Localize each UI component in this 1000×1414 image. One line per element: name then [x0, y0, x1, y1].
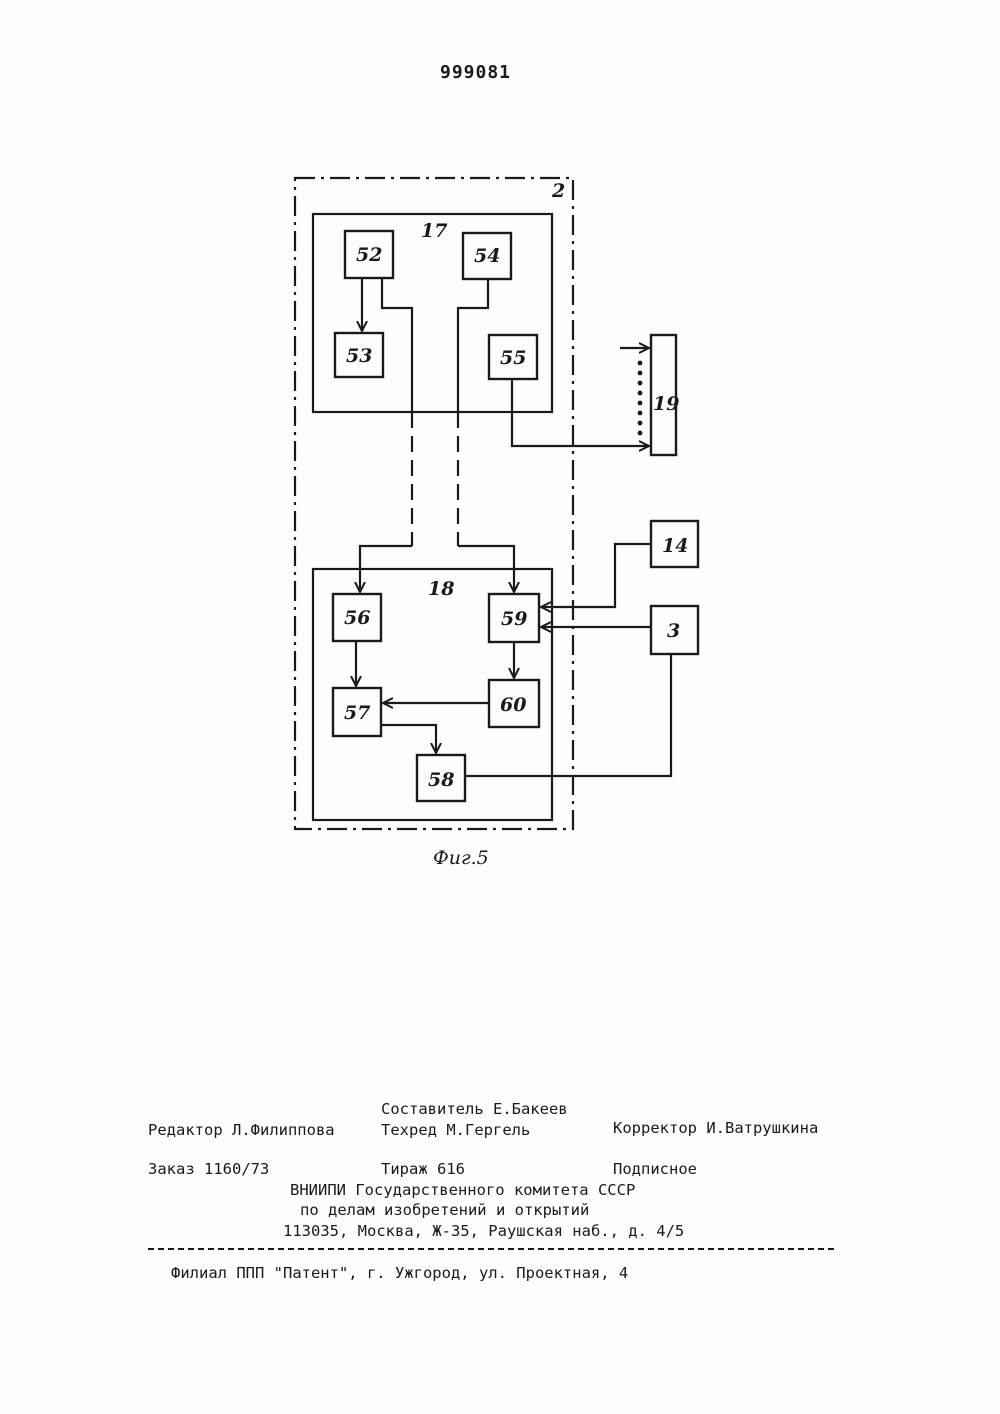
block-58-label: 58 [428, 769, 454, 791]
block-57-label: 57 [344, 702, 370, 724]
imprint-corrector: Корректор И.Ватрушкина [613, 1119, 818, 1137]
block-56-label: 56 [344, 607, 370, 629]
block-14-label: 14 [662, 535, 688, 557]
block-59-label: 59 [501, 608, 527, 630]
block-60-label: 60 [500, 694, 526, 716]
link-14-59 [541, 544, 651, 607]
imprint-org-line1: ВНИИПИ Государственного комитета СССР [290, 1181, 635, 1199]
link-57-58 [381, 725, 436, 753]
block-52-label: 52 [356, 244, 382, 266]
figure-caption: Фиг.5 [433, 847, 489, 869]
imprint-editor: Редактор Л.Филиппова [148, 1121, 335, 1139]
block-19-label: 19 [653, 393, 679, 415]
imprint-address: 113035, Москва, Ж-35, Раушская наб., д. … [283, 1222, 684, 1240]
imprint-composer: Составитель Е.Бакеев [381, 1100, 568, 1118]
imprint-order: Заказ 1160/73 [148, 1160, 269, 1178]
imprint-org-line2: по делам изобретений и открытий [300, 1201, 589, 1219]
imprint-techred: Техред М.Гергель [381, 1121, 530, 1139]
block-3-label: 3 [667, 620, 680, 642]
link-54-down [458, 279, 488, 412]
block-54-label: 54 [474, 245, 500, 267]
link-52-down [382, 278, 412, 412]
imprint-branch: Филиал ППП "Патент", г. Ужгород, ул. Про… [171, 1264, 628, 1282]
block-17-label: 17 [421, 220, 447, 242]
imprint-circulation: Тираж 616 [381, 1160, 465, 1178]
block-18-label: 18 [428, 578, 454, 600]
block-55-label: 55 [500, 347, 526, 369]
divider-dashed [148, 1248, 834, 1250]
block-53-label: 53 [346, 345, 372, 367]
imprint-subscription: Подписное [613, 1160, 697, 1178]
unit-2-label: 2 [551, 180, 565, 202]
bus-dots [638, 361, 643, 436]
